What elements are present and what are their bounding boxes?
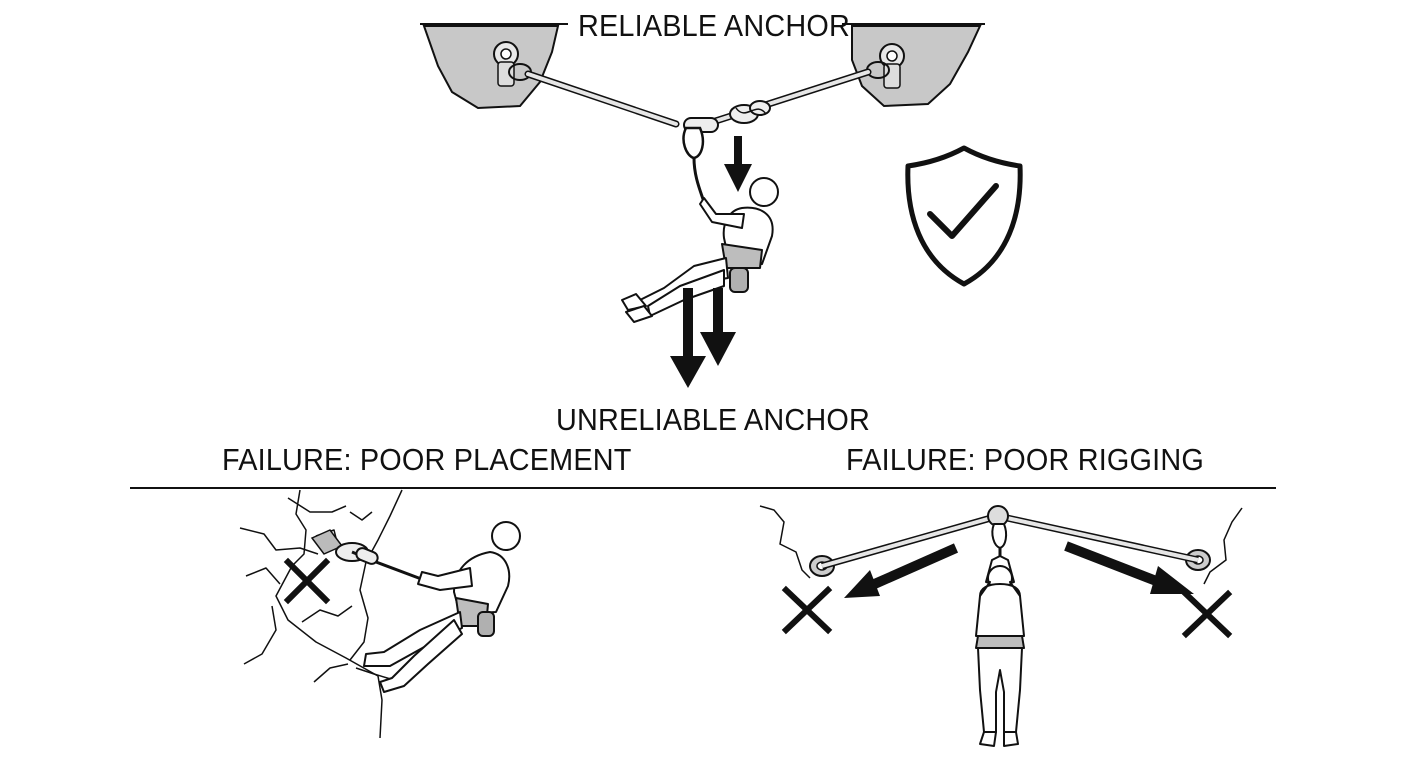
rock-left	[759, 505, 811, 579]
reliable-anchor-title: RELIABLE ANCHOR	[578, 8, 850, 43]
force-arrow-right-icon	[1064, 541, 1194, 594]
rope	[375, 560, 425, 582]
load-arrow-small-icon	[724, 136, 752, 192]
reliable-anchor-scene	[420, 23, 1023, 388]
anchor-sling	[821, 505, 1199, 570]
rock-left	[422, 25, 560, 110]
poor-rigging-scene	[759, 505, 1243, 747]
poor-placement-scene	[239, 489, 521, 739]
climber-falling	[363, 521, 521, 693]
force-arrow-left-icon	[844, 543, 959, 598]
poor-rigging-title: FAILURE: POOR RIGGING	[846, 442, 1204, 477]
anchor-sling	[524, 68, 872, 133]
climber-rear-view	[975, 555, 1025, 747]
x-mark-icon	[1181, 589, 1233, 639]
knot-icon	[729, 100, 771, 124]
rock-right	[851, 25, 982, 108]
rope	[692, 157, 706, 203]
cracked-rock	[239, 489, 403, 739]
x-mark-icon	[283, 557, 331, 605]
poor-placement-title: FAILURE: POOR PLACEMENT	[222, 442, 632, 477]
rock-right	[1203, 507, 1243, 585]
shield-check-icon	[905, 145, 1023, 287]
carabiner-icon	[682, 126, 705, 160]
carabiner-icon	[991, 523, 1008, 550]
climber-hanging	[621, 177, 779, 323]
x-mark-icon	[781, 585, 833, 635]
unreliable-anchor-title: UNRELIABLE ANCHOR	[556, 402, 870, 437]
bolt-left-icon	[493, 41, 532, 87]
load-arrow-large-icon	[670, 288, 736, 388]
